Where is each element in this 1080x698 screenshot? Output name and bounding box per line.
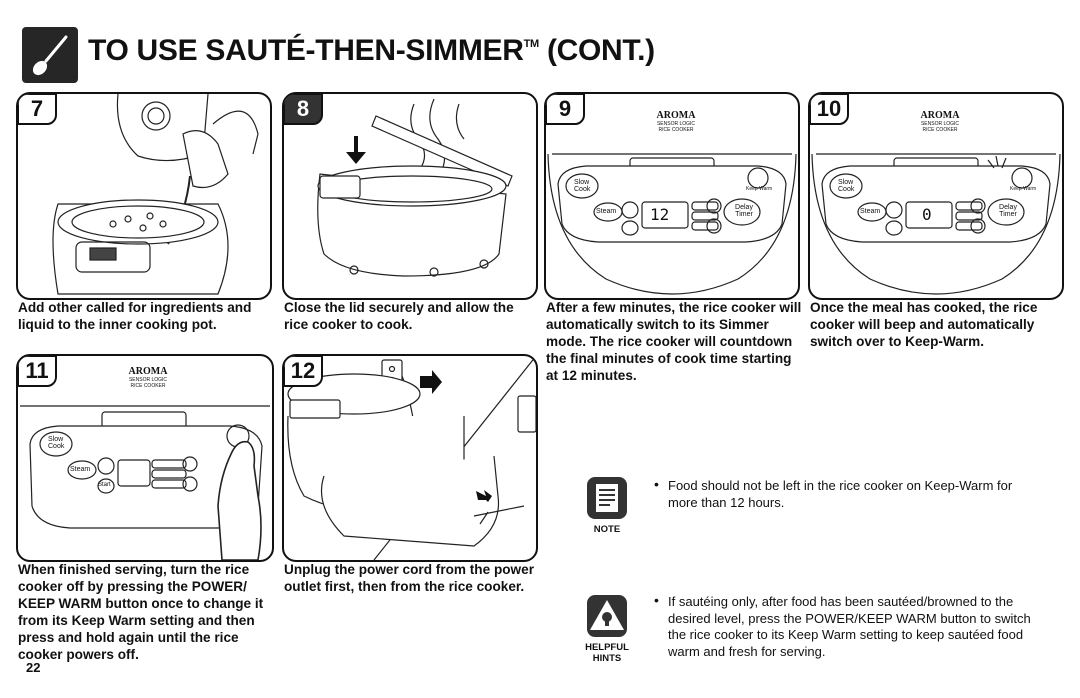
step-number: 12 [284,356,323,387]
slow-cook-label: Slow Cook [48,436,65,450]
brand-logo: AROMA SENSOR LOGIC RICE COOKER [128,366,168,389]
step-11-panel: AROMA SENSOR LOGIC RICE COOKER Slow Cook… [16,354,274,562]
keep-warm-label: Keep Warm [746,186,773,192]
hints-bullet: • [654,592,659,608]
step-10-panel: AROMA SENSOR LOGIC RICE COOKER Slow Cook… [808,92,1064,300]
display-readout: 0 [922,205,932,224]
page-number: 22 [26,660,41,675]
trademark: TM [523,38,540,50]
keep-warm-label: Keep Warm [1010,186,1037,192]
step-10-illustration [811,153,1061,295]
delay-timer-label: Delay Timer [999,204,1017,218]
step-9-illustration [547,153,797,295]
brand-logo: AROMA SENSOR LOGIC RICE COOKER [656,110,696,133]
step-12-caption: Unplug the power cord from the power out… [284,562,534,594]
step-7-caption: Add other called for ingredients and liq… [18,300,252,332]
step-number: 8 [284,94,323,125]
display-readout: 12 [650,205,670,224]
step-12-illustration [287,356,536,560]
delay-timer-label: Delay Timer [735,204,753,218]
step-10-caption: Once the meal has cooked, the rice cooke… [810,300,1038,349]
step-8-illustration [317,98,513,277]
lightbulb-icon [586,594,628,638]
step-number: 7 [18,94,57,125]
step-11-caption: When finished serving, turn the rice coo… [18,562,264,662]
step-9-caption: After a few minutes, the rice cooker wil… [546,300,802,383]
step-number: 10 [810,94,849,125]
step-7-panel: 7 [16,92,272,300]
step-8-caption: Close the lid securely and allow the ric… [284,300,514,332]
step-12-panel: 12 [282,354,538,562]
slow-cook-label: Slow Cook [574,179,591,193]
note-bullet: • [654,476,659,492]
start-label: Start [98,482,111,488]
step-8-panel: 8 [282,92,538,300]
steam-label: Steam [596,208,617,215]
steam-label: Steam [860,208,881,215]
step-11-illustration [20,405,270,560]
step-9-panel: AROMA SENSOR LOGIC RICE COOKER Slow Cook… [544,92,800,300]
note-icon [586,476,628,520]
spoon-icon [22,27,78,83]
note-text: Food should not be left in the rice cook… [668,478,1013,510]
helpful-hints-label: HELPFUL HINTS [585,642,629,664]
page-title: TO USE SAUTÉ-THEN-SIMMERTM (CONT.) [88,34,655,67]
step-7-illustration [52,94,259,295]
steam-label: Steam [70,466,91,473]
slow-cook-label: Slow Cook [838,179,855,193]
hints-text: If sautéing only, after food has been sa… [668,594,1031,659]
note-label: NOTE [593,524,621,535]
step-number: 11 [18,356,57,387]
brand-logo: AROMA SENSOR LOGIC RICE COOKER [920,110,960,133]
step-number: 9 [546,94,585,125]
